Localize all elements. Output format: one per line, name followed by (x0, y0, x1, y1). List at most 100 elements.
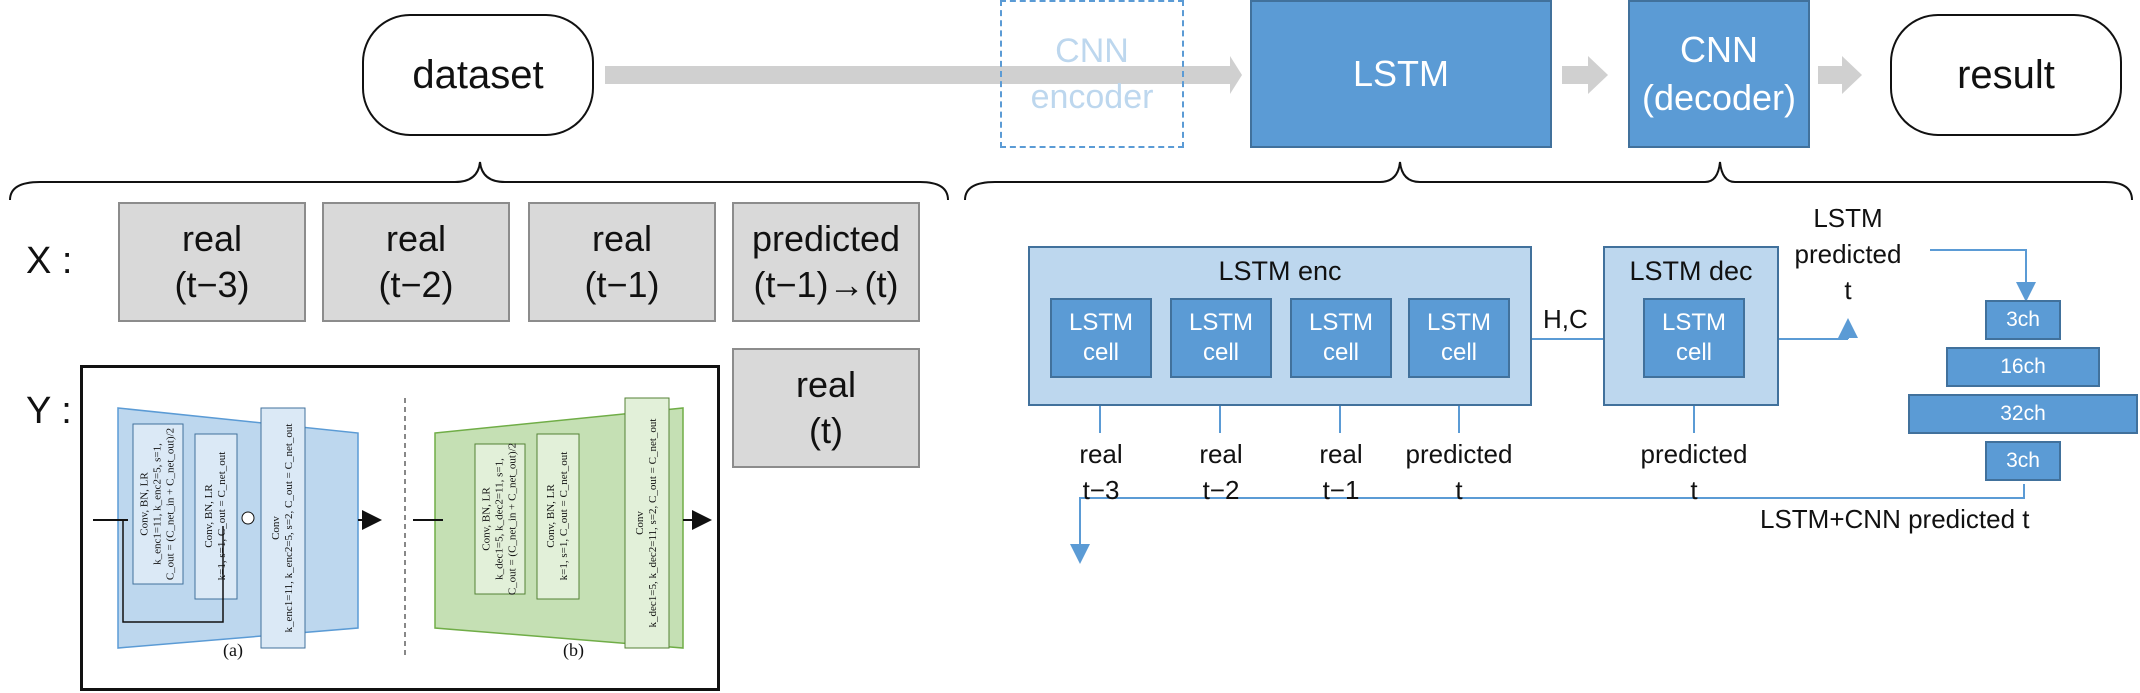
cnn-decoder-line2: (decoder) (1641, 77, 1797, 118)
dec-input-line1: predicted (1640, 439, 1748, 469)
x-axis-label: X : (26, 240, 73, 282)
cnn-encoder-line2: encoder (1030, 78, 1154, 116)
dec-input-line2: t (1690, 475, 1698, 505)
enc-input-2-line2: t−2 (1202, 475, 1240, 505)
x-frame-2-line1: real (385, 218, 447, 259)
caption-b: (b) (563, 640, 584, 660)
pipeline-arrows (605, 56, 1862, 94)
enc-input-3-line1: real (1319, 439, 1363, 469)
a-block1-channels: C_out = (C_net_in + C_net_out)/2 (164, 427, 177, 581)
enc-input-3-line2: t−1 (1322, 475, 1360, 505)
x-frame-4-line1: predicted (751, 218, 901, 259)
dec-input: predicted t (1625, 436, 1763, 508)
cell-4-line1: LSTM (1426, 309, 1491, 336)
lstm-enc-cell-1: LSTM cell (1050, 298, 1152, 378)
cell-2-line2: cell (1202, 339, 1239, 366)
x-frame-1-line2: (t−3) (174, 264, 250, 305)
lstm-node: LSTM (1250, 0, 1552, 148)
a-block1-params: k_enc1=11, k_enc2=5, s=1, (151, 443, 164, 565)
enc-input-4: predicted t (1390, 436, 1528, 508)
cell-3-line1: LSTM (1308, 309, 1373, 336)
enc-input-1-line1: real (1079, 439, 1123, 469)
enc-input-2: real t−2 (1170, 436, 1272, 508)
b-block2-text: Conv, BN, LR k=1, s=1, C_out = C_net_out (545, 452, 571, 581)
result-label: result (1957, 52, 2055, 97)
lstm-output-line1: LSTM (1813, 203, 1883, 233)
hc-label: H,C (1543, 304, 1588, 334)
lstm-output-line3: t (1844, 275, 1852, 305)
enc-input-2-line1: real (1199, 439, 1243, 469)
a-block3-params: k_enc1=11, k_enc2=5, s=2, C_out = C_net_… (283, 423, 295, 633)
final-output-label: LSTM+CNN predicted t (1758, 504, 2032, 535)
result-node: result (1890, 14, 2122, 136)
architecture-figure: Conv, BN, LR k_enc1=11, k_enc2=5, s=1, C… (80, 365, 720, 691)
x-frame-3: real (t−1) (528, 202, 716, 322)
lstm-predicted-output: LSTM predicted t (1780, 200, 1916, 308)
b-block3-title: Conv (634, 511, 646, 535)
dataset-label: dataset (412, 52, 544, 97)
cell-2-line1: LSTM (1188, 309, 1253, 336)
enc-input-4-line2: t (1455, 475, 1463, 505)
lstm-decoder-title: LSTM dec (1629, 256, 1753, 286)
cnn-decoder-node: CNN (decoder) (1628, 0, 1810, 148)
b-block3-text: Conv k_dec1=5, k_dec2=11, s=2, C_out = C… (634, 419, 660, 628)
b-block1-params: k_dec1=5, k_dec2=11, s=1, (493, 458, 506, 580)
channel-block-3ch-bottom: 3ch (1985, 441, 2061, 481)
x-frame-3-line2: (t−1) (584, 264, 660, 305)
x-frame-1-line1: real (181, 218, 243, 259)
a-block1-text: Conv, BN, LR k_enc1=11, k_enc2=5, s=1, C… (139, 428, 178, 580)
x-frame-1: real (t−3) (118, 202, 306, 322)
channel-block-3ch-top: 3ch (1985, 300, 2061, 340)
a-block2-params: k=1, s=1, C_out = C_net_out (216, 451, 228, 581)
a-block2-text: Conv, BN, LR k=1, s=1, C_out = C_net_out (203, 452, 229, 581)
cell-4-line2: cell (1440, 339, 1477, 366)
a-block2-title: Conv, BN, LR (203, 484, 215, 548)
a-block1-title: Conv, BN, LR (138, 472, 151, 536)
cell-1-line1: LSTM (1068, 309, 1133, 336)
channel-block-16ch: 16ch (1946, 347, 2100, 387)
b-block2-params: k=1, s=1, C_out = C_net_out (558, 451, 570, 581)
dec-cell-line2: cell (1675, 339, 1712, 366)
lstm-enc-cell-3: LSTM cell (1290, 298, 1392, 378)
dataset-node: dataset (362, 14, 594, 136)
b-block1-text: Conv, BN, LR k_dec1=5, k_dec2=11, s=1, C… (481, 443, 520, 595)
x-frame-3-line1: real (591, 218, 653, 259)
lstm-output-line2: predicted (1794, 239, 1902, 269)
channel-block-32ch: 32ch (1908, 394, 2138, 434)
b-block2-title: Conv, BN, LR (545, 484, 557, 548)
b-block1-title: Conv, BN, LR (480, 487, 493, 551)
cell-1-line2: cell (1082, 339, 1119, 366)
y-frame: real (t) (732, 348, 920, 468)
lstm-encoder-title: LSTM enc (1218, 256, 1342, 286)
y-axis-label: Y : (26, 390, 72, 432)
x-frame-2: real (t−2) (322, 202, 510, 322)
x-frame-2-line2: (t−2) (378, 264, 454, 305)
x-frame-4-line2: (t−1)→(t) (753, 264, 899, 305)
a-block3-title: Conv (270, 516, 282, 540)
b-block1-channels: C_out = (C_net_in + C_net_out)/2 (506, 442, 519, 596)
b-block3-params: k_dec1=5, k_dec2=11, s=2, C_out = C_net_… (647, 418, 659, 628)
lstm-enc-cell-2: LSTM cell (1170, 298, 1272, 378)
right-brace (964, 161, 2133, 201)
caption-a: (a) (223, 640, 243, 660)
a-block3-text: Conv k_enc1=11, k_enc2=5, s=2, C_out = C… (270, 424, 296, 633)
left-brace (9, 161, 949, 201)
cnn-decoder-line1: CNN (1680, 29, 1758, 70)
x-frame-4: predicted (t−1)→(t) (732, 202, 920, 322)
lstm-enc-cell-4: LSTM cell (1408, 298, 1510, 378)
lstm-label: LSTM (1352, 53, 1449, 94)
y-frame-line2: (t) (809, 410, 843, 451)
architecture-figure-shapes (93, 397, 712, 658)
enc-input-1-line2: t−3 (1082, 475, 1120, 505)
dec-cell-line1: LSTM (1661, 309, 1726, 336)
cell-3-line2: cell (1322, 339, 1359, 366)
enc-input-1: real t−3 (1050, 436, 1152, 508)
y-frame-line1: real (795, 364, 857, 405)
enc-input-4-line1: predicted (1405, 439, 1513, 469)
cnn-encoder-line1: CNN (1055, 32, 1129, 70)
enc-input-3: real t−1 (1290, 436, 1392, 508)
lstm-dec-cell: LSTM cell (1643, 298, 1745, 378)
cnn-encoder-node: CNN encoder (1000, 0, 1184, 148)
lstm-decoder-box: LSTM dec (1603, 246, 1779, 406)
